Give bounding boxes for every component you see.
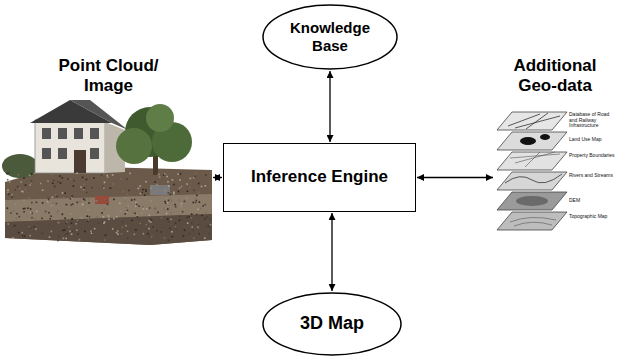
layer-label: Topographic Map bbox=[569, 214, 615, 220]
panel-heading: Additional Geo-data bbox=[496, 56, 614, 97]
double-arrow bbox=[213, 177, 222, 178]
layer-label: Property Boundaries bbox=[569, 153, 615, 159]
double-arrow bbox=[329, 71, 330, 142]
panel-heading: Point Cloud/ Image bbox=[46, 56, 171, 97]
point-cloud-panel: Point Cloud/ Image bbox=[5, 56, 212, 244]
knowledge-ellipse: Knowledge Base bbox=[262, 4, 398, 70]
layer-label: Rivers and Streams bbox=[569, 173, 615, 179]
node-label: Inference Engine bbox=[251, 167, 388, 187]
layer-label: Database of Road and Railway Infrastruct… bbox=[569, 112, 615, 129]
layer-label: Land Use Map bbox=[569, 137, 615, 143]
node-label: 3D Map bbox=[300, 313, 364, 335]
double-arrow bbox=[417, 177, 493, 178]
map-ellipse: 3D Map bbox=[262, 292, 402, 356]
layer-label: DEM bbox=[569, 198, 615, 204]
double-arrow bbox=[331, 213, 332, 291]
process-box: Inference Engine bbox=[223, 143, 416, 212]
node-label: Knowledge Base bbox=[280, 19, 380, 55]
geo-data-panel: Additional Geo-data bbox=[494, 56, 616, 238]
